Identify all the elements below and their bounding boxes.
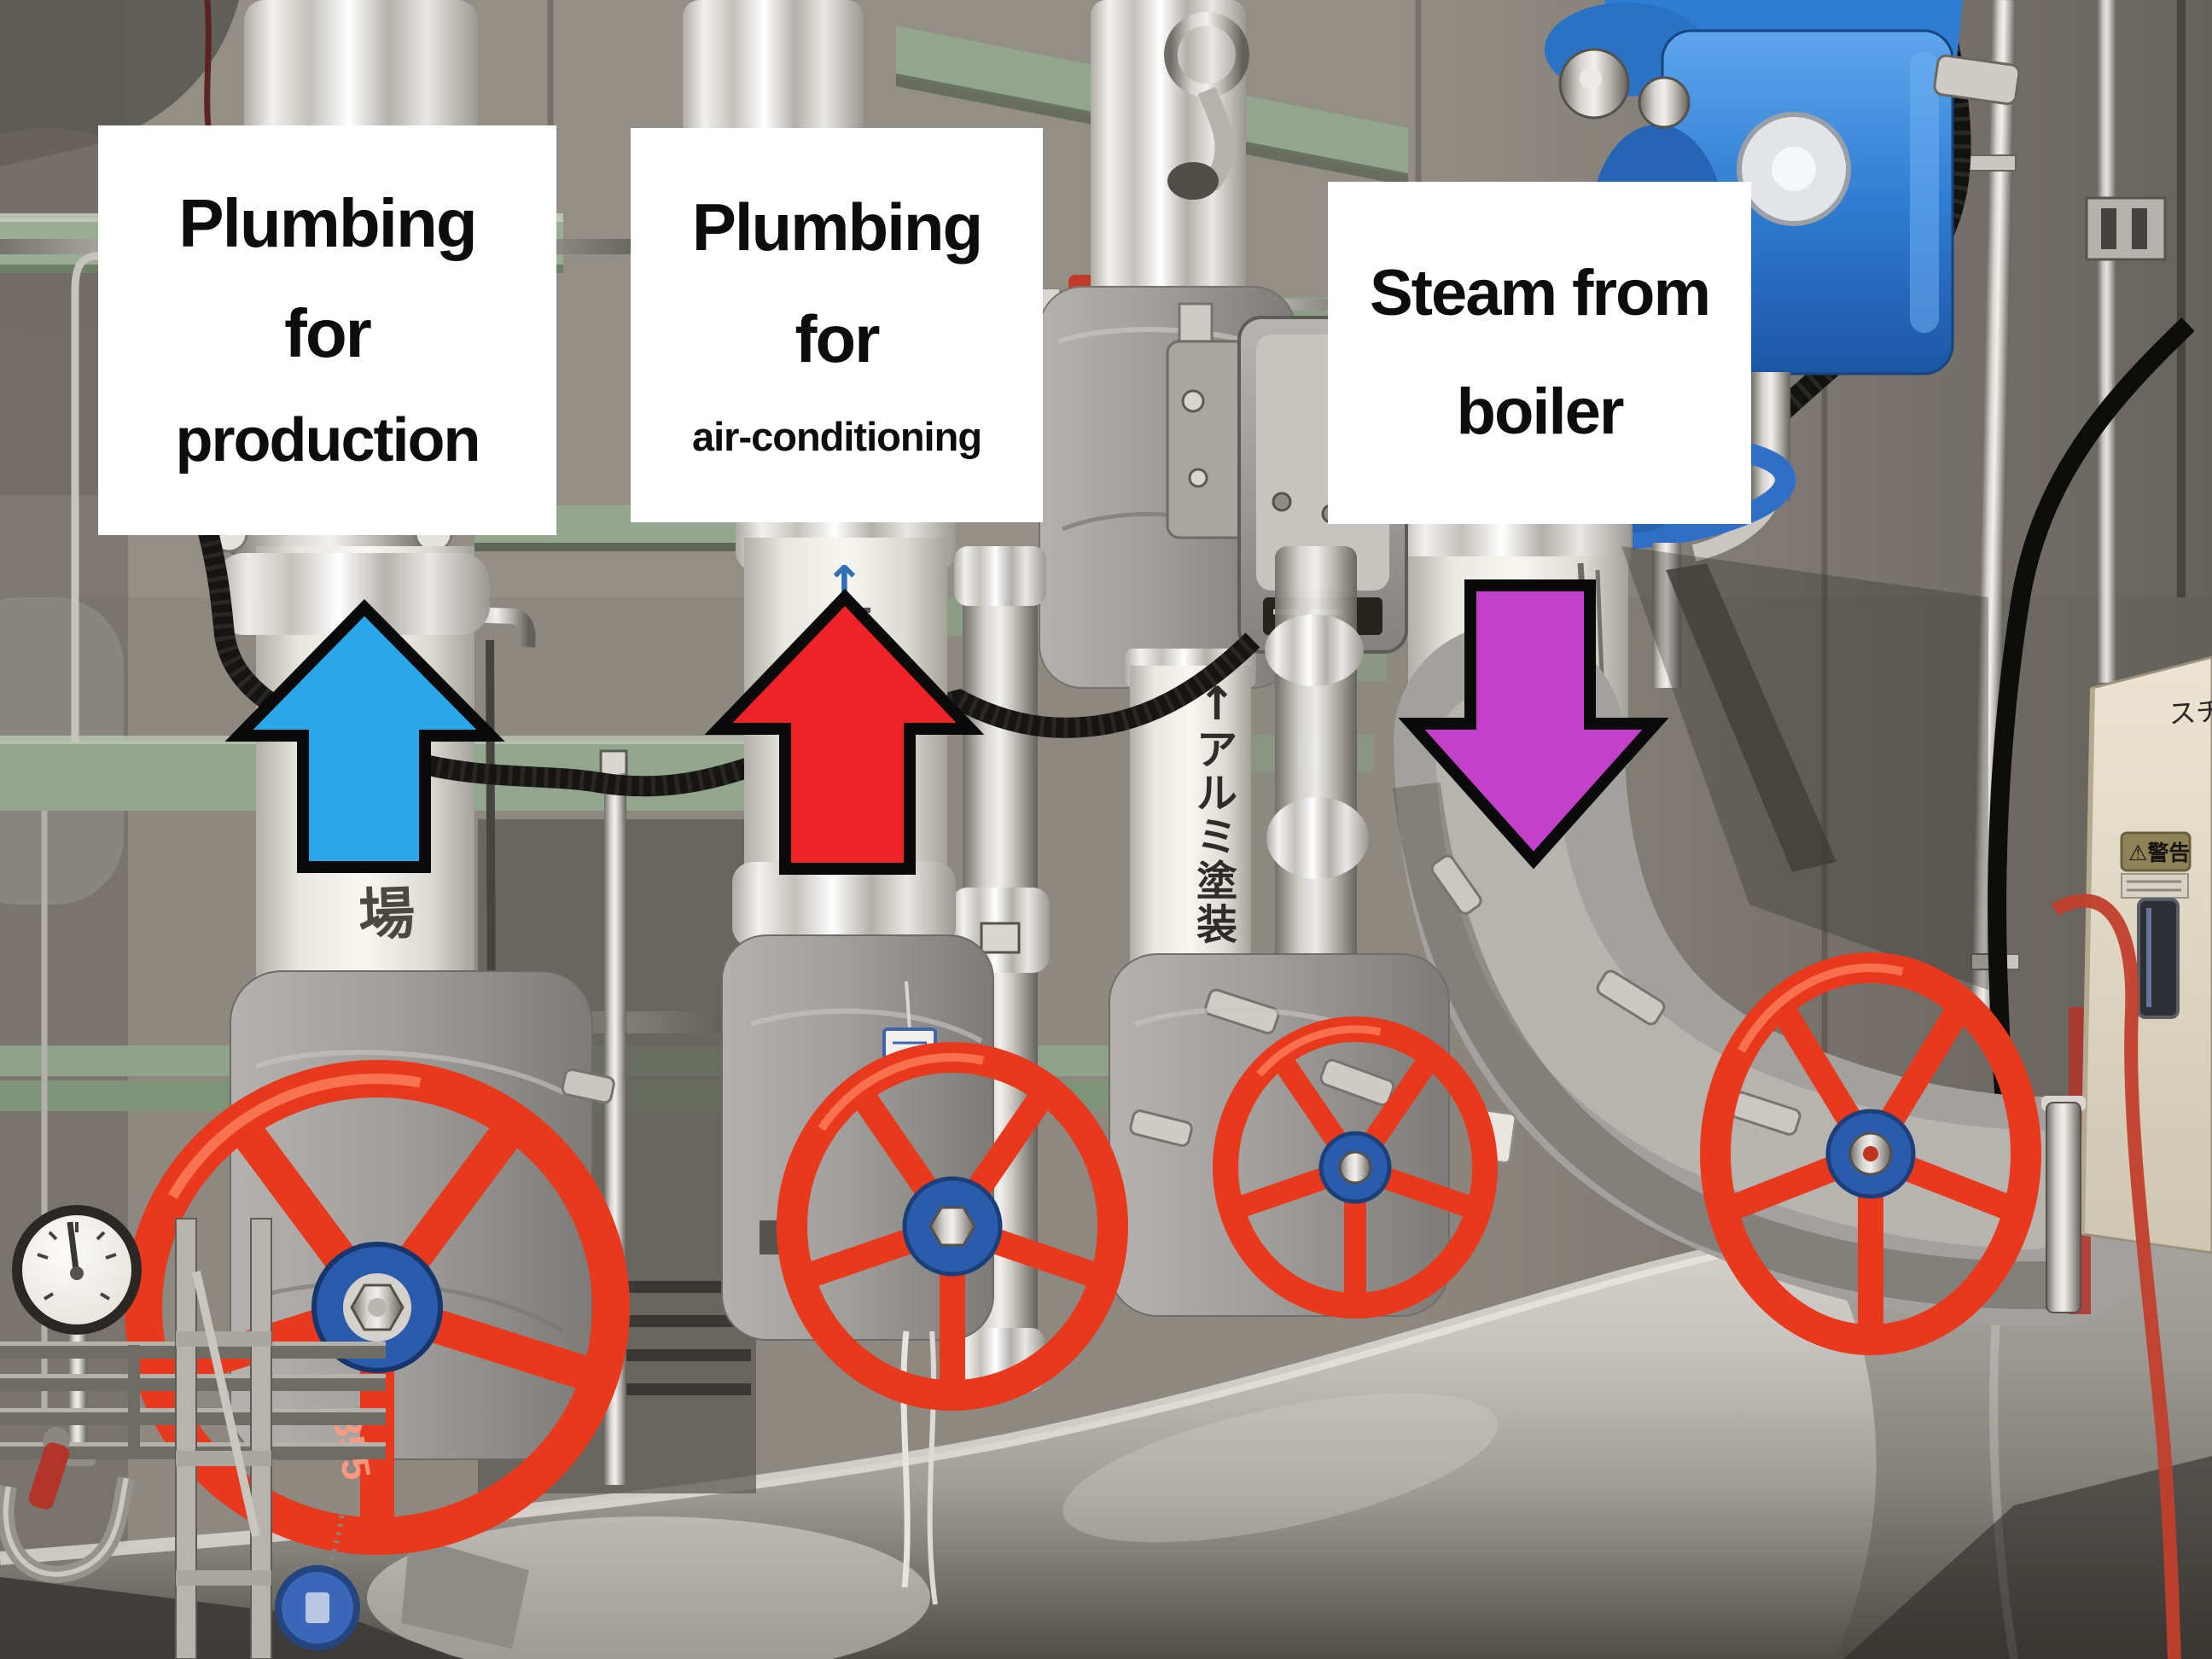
jacket-tie-string — [900, 1330, 911, 1588]
wall-bracket — [2085, 196, 2167, 261]
red-lever-valve — [28, 1442, 70, 1510]
label-air-conditioning: Plumbing for air-conditioning — [631, 128, 1043, 522]
label-line: boiler — [1456, 375, 1625, 448]
handwheel-4 — [1700, 952, 2041, 1355]
label-line: for — [284, 295, 372, 371]
red-cable — [2052, 894, 2181, 1659]
pipe-char: 装 — [1196, 901, 1237, 950]
down-arrow-steam — [1398, 579, 1669, 870]
label-line: Plumbing — [178, 185, 477, 261]
pipe-char: ミ — [1196, 813, 1237, 862]
label-line: Plumbing — [691, 189, 983, 265]
label-production: Plumbing for production — [98, 125, 556, 535]
up-arrow-air-conditioning — [704, 588, 985, 875]
right-wall-conduits — [1967, 0, 2167, 1016]
label-line: for — [795, 300, 881, 376]
handwheel-3 — [1213, 1016, 1498, 1318]
label-line: Steam from — [1369, 257, 1711, 329]
middle-pipe-flow-arrow: ↑ — [1197, 677, 1237, 731]
middle-pipe-marking: ↑ ア ル ミ 塗 装 — [1191, 679, 1243, 948]
pipe-char: 塗 — [1196, 857, 1237, 905]
warning-sticker — [2120, 831, 2192, 872]
handwheel-1: 355 — [125, 1060, 630, 1650]
panel-label: スチ — [2168, 695, 2212, 731]
warning-text: ⚠警告 — [2128, 841, 2190, 865]
label-line: air-conditioning — [691, 414, 982, 460]
handwheel-2 — [777, 1042, 1128, 1411]
pipe-char: ア — [1196, 725, 1237, 774]
electrical-panel: スチ ⚠警告 — [2041, 655, 2212, 1314]
up-arrow-production — [224, 599, 505, 873]
pipe-char: ル — [1196, 770, 1237, 818]
label-line: production — [175, 406, 481, 474]
ladder-frame — [175, 1218, 272, 1659]
diagonal-beam — [1666, 563, 1837, 872]
dark-corner-duct — [0, 0, 239, 166]
red-wire — [204, 0, 212, 127]
left-instruments — [0, 252, 386, 1659]
label-steam: Steam from boiler — [1328, 182, 1751, 524]
